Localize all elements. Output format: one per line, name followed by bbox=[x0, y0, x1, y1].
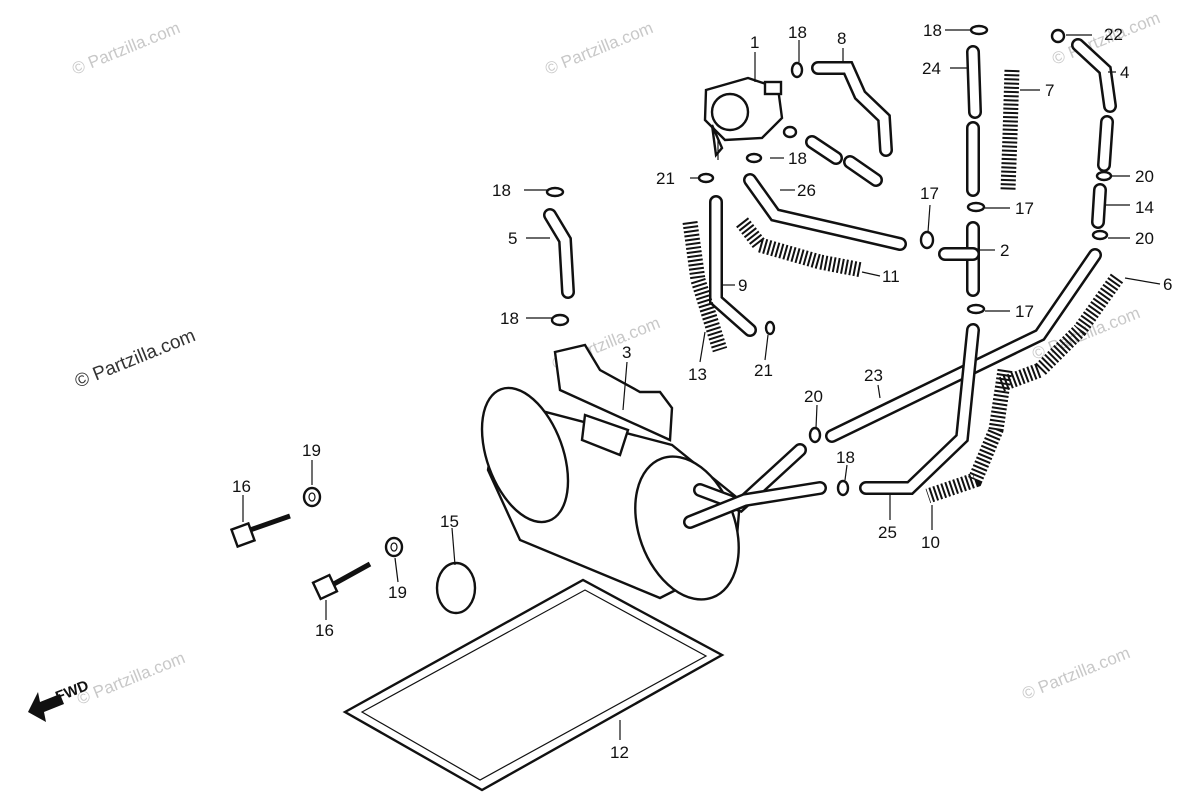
part-12-plate bbox=[342, 578, 725, 792]
callout-22: 22 bbox=[1104, 25, 1123, 44]
callout-24: 24 bbox=[922, 59, 941, 78]
callout-9: 9 bbox=[738, 276, 747, 295]
callout-14: 14 bbox=[1135, 198, 1154, 217]
callout-17: 17 bbox=[920, 184, 939, 203]
callout-26: 26 bbox=[797, 181, 816, 200]
callout-8: 8 bbox=[837, 29, 846, 48]
part-1-valve bbox=[703, 76, 784, 160]
bolts bbox=[229, 486, 404, 601]
hoses bbox=[543, 38, 1117, 495]
callout-20: 20 bbox=[1135, 167, 1154, 186]
callout-18: 18 bbox=[836, 448, 855, 467]
watermark: © Partzilla.com bbox=[74, 648, 187, 709]
callout-17: 17 bbox=[1015, 302, 1034, 321]
watermark: © Partzilla.com bbox=[542, 18, 655, 79]
callouts: 1 18 8 18 21 26 18 5 18 9 11 13 21 3 17 … bbox=[232, 21, 1172, 762]
callout-18: 18 bbox=[788, 23, 807, 42]
callout-4: 4 bbox=[1120, 63, 1129, 82]
callout-18: 18 bbox=[923, 21, 942, 40]
watermark: © Partzilla.com bbox=[69, 18, 182, 79]
callout-20: 20 bbox=[804, 387, 823, 406]
callout-2: 2 bbox=[1000, 241, 1009, 260]
callout-5: 5 bbox=[508, 229, 517, 248]
callout-20: 20 bbox=[1135, 229, 1154, 248]
callout-21: 21 bbox=[754, 361, 773, 380]
callout-18: 18 bbox=[500, 309, 519, 328]
leader-lines bbox=[242, 29, 1161, 740]
coiled-hoses bbox=[682, 69, 1124, 504]
callout-6: 6 bbox=[1163, 275, 1172, 294]
callout-3: 3 bbox=[622, 343, 631, 362]
watermark-main: © Partzilla.com bbox=[72, 325, 199, 392]
callout-18: 18 bbox=[492, 181, 511, 200]
callout-13: 13 bbox=[688, 365, 707, 384]
callout-15: 15 bbox=[440, 512, 459, 531]
callout-16: 16 bbox=[232, 477, 251, 496]
callout-1: 1 bbox=[750, 33, 759, 52]
clips bbox=[435, 24, 1113, 615]
callout-19: 19 bbox=[302, 441, 321, 460]
callout-21: 21 bbox=[656, 169, 675, 188]
callout-23: 23 bbox=[864, 366, 883, 385]
callout-19: 19 bbox=[388, 583, 407, 602]
callout-12: 12 bbox=[610, 743, 629, 762]
callout-25: 25 bbox=[878, 523, 897, 542]
part-3-canister bbox=[480, 343, 827, 601]
callout-7: 7 bbox=[1045, 81, 1054, 100]
watermark: © Partzilla.com bbox=[1019, 643, 1132, 704]
callout-16: 16 bbox=[315, 621, 334, 640]
callout-11: 11 bbox=[882, 267, 900, 286]
callout-17: 17 bbox=[1015, 199, 1034, 218]
callout-18: 18 bbox=[788, 149, 807, 168]
callout-10: 10 bbox=[921, 533, 940, 552]
